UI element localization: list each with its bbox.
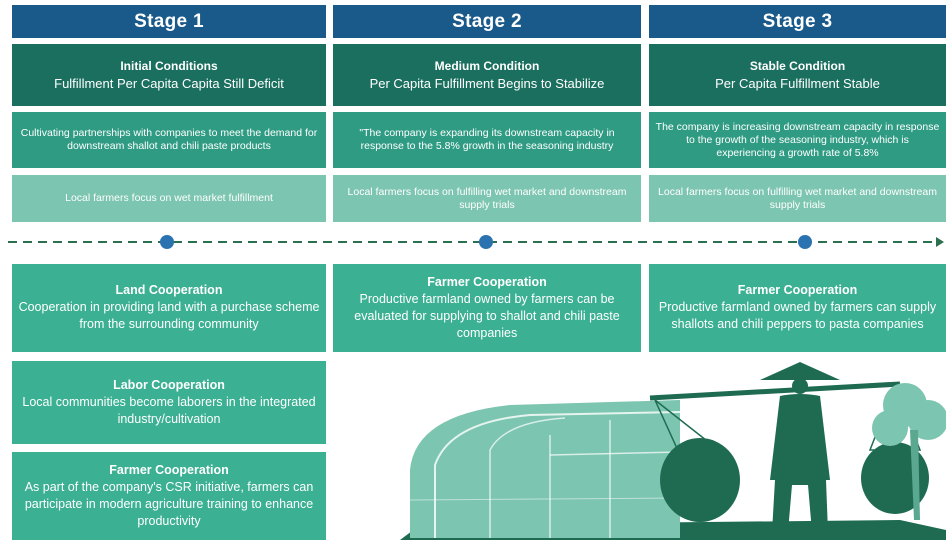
stage-2-marker <box>479 235 493 249</box>
condition-description: Per Capita Fulfillment Stable <box>715 76 880 91</box>
farmer-cooperation-box-2: Farmer Cooperation Productive farmland o… <box>333 264 641 352</box>
stage-3-partnership: The company is increasing downstream cap… <box>649 112 946 168</box>
land-cooperation-box: Land Cooperation Cooperation in providin… <box>12 264 326 352</box>
cooperation-description: As part of the company's CSR initiative,… <box>24 479 314 528</box>
timeline-arrow-icon <box>936 237 944 247</box>
tree-icon <box>872 383 946 520</box>
farmer-cooperation-box-3: Farmer Cooperation Productive farmland o… <box>649 264 946 352</box>
stage-3-header: Stage 3 <box>649 5 946 38</box>
cooperation-description: Local communities become laborers in the… <box>22 394 316 426</box>
cooperation-title: Farmer Cooperation <box>427 274 547 289</box>
condition-title: Medium Condition <box>434 59 540 73</box>
stage-3-marker <box>798 235 812 249</box>
stage-1-marker <box>160 235 174 249</box>
labor-cooperation-box: Labor Cooperation Local communities beco… <box>12 361 326 444</box>
cooperation-title: Land Cooperation <box>115 283 223 297</box>
stage-3-condition: Stable Condition Per Capita Fulfillment … <box>649 44 946 106</box>
cooperation-title: Farmer Cooperation <box>737 283 858 297</box>
farmer-cooperation-box-1: Farmer Cooperation As part of the compan… <box>12 452 326 540</box>
condition-description: Per Capita Fulfillment Begins to Stabili… <box>369 76 605 91</box>
cooperation-description: Productive farmland owned by farmers can… <box>354 291 620 340</box>
stage-2-farmer-focus: Local farmers focus on fulfilling wet ma… <box>333 175 641 222</box>
stage-1-header: Stage 1 <box>12 5 326 38</box>
stage-2-header: Stage 2 <box>333 5 641 38</box>
stage-1-condition: Initial Conditions Fulfillment Per Capit… <box>12 44 326 106</box>
stage-1-partnership: Cultivating partnerships with companies … <box>12 112 326 168</box>
timeline <box>8 235 944 249</box>
cooperation-title: Farmer Cooperation <box>109 462 229 477</box>
stage-2-condition: Medium Condition Per Capita Fulfillment … <box>333 44 641 106</box>
greenhouse-icon <box>409 400 681 538</box>
stage-3-farmer-focus: Local farmers focus on fulfilling wet ma… <box>649 175 946 222</box>
cooperation-description: Productive farmland owned by farmers can… <box>658 300 937 331</box>
cooperation-title: Labor Cooperation <box>113 377 225 392</box>
condition-description: Fulfillment Per Capita Capita Still Defi… <box>54 76 284 91</box>
farmer-icon <box>649 362 929 532</box>
cooperation-description: Cooperation in providing land with a pur… <box>18 300 320 331</box>
condition-title: Stable Condition <box>749 59 846 73</box>
condition-title: Initial Conditions <box>120 59 218 73</box>
stage-1-farmer-focus: Local farmers focus on wet market fulfil… <box>12 175 326 222</box>
farm-illustration <box>400 362 946 540</box>
stage-2-partnership: "The company is expanding its downstream… <box>333 112 641 168</box>
